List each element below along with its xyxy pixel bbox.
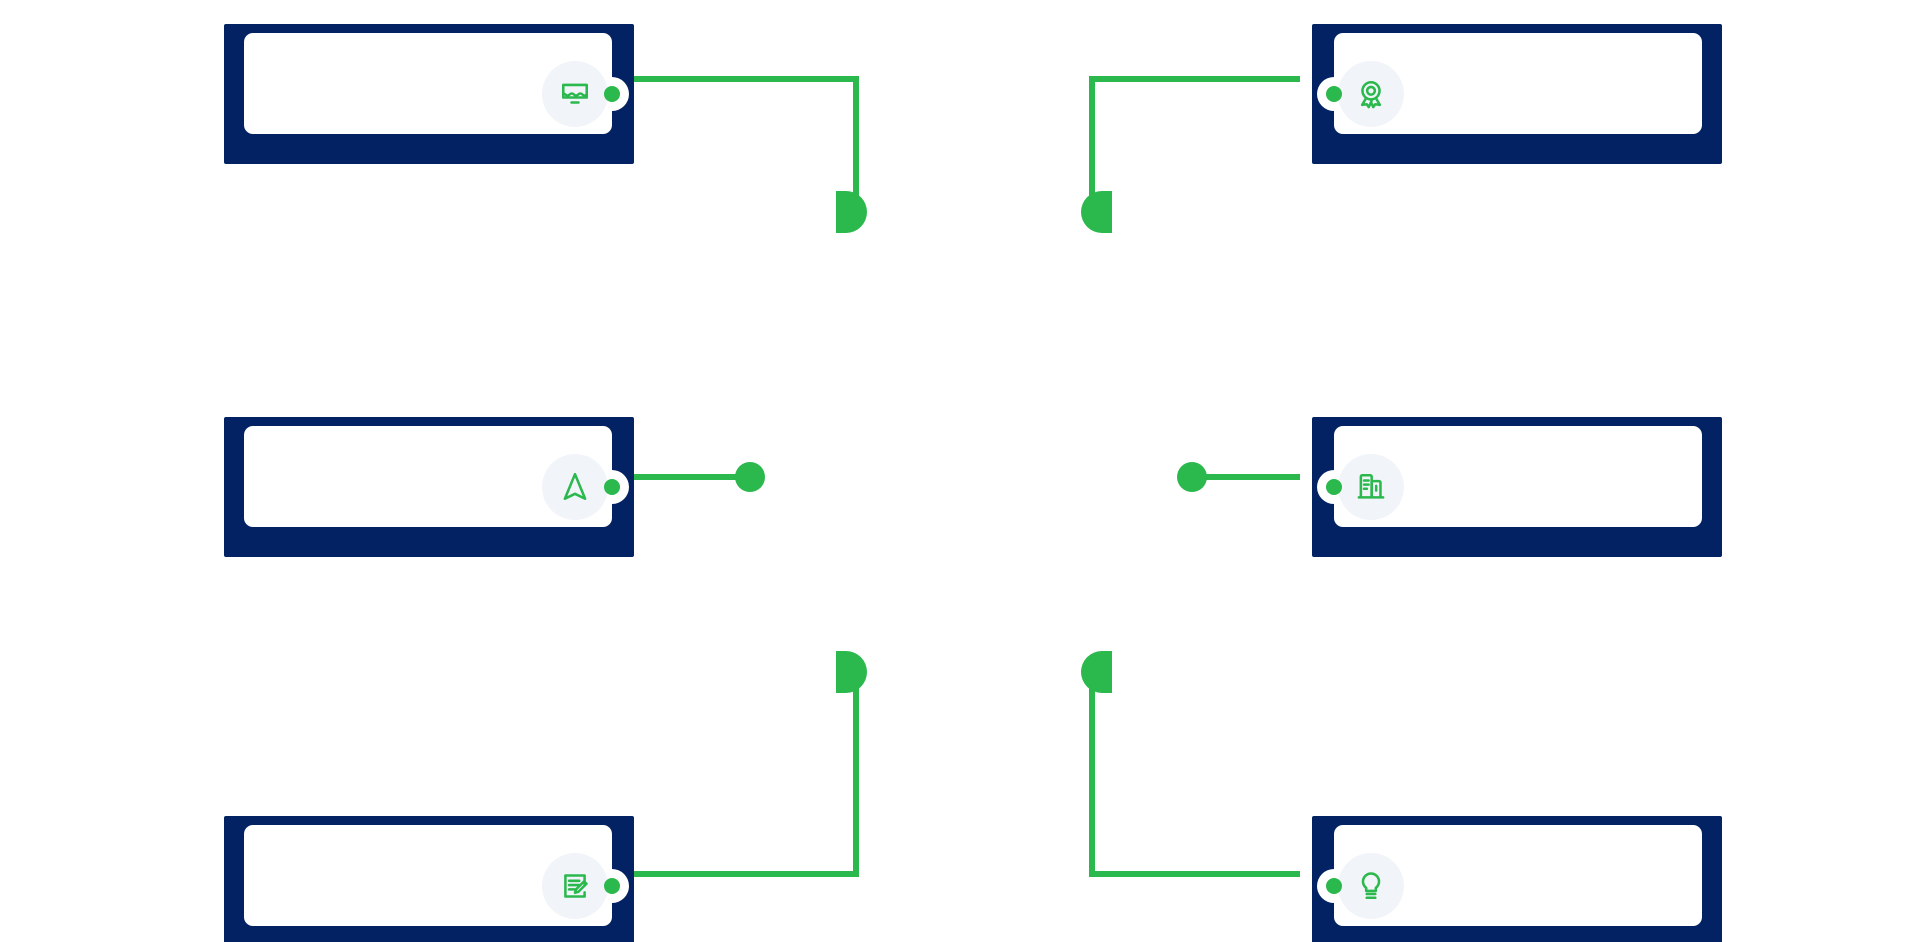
icon-bubble-award	[1338, 61, 1404, 127]
icon-bubble-idea	[1338, 853, 1404, 919]
navigation-arrow-icon	[563, 472, 587, 500]
icon-bubble-building	[1338, 454, 1404, 520]
connector-top-right	[1081, 76, 1300, 233]
terminator-half-round-right	[836, 651, 867, 693]
document-edit-icon	[564, 874, 588, 898]
icon-bubble-monitor	[542, 61, 608, 127]
connector-bottom-left	[620, 651, 867, 877]
card-building[interactable]	[1312, 417, 1722, 557]
card-navigation[interactable]	[224, 417, 634, 557]
port-dot[interactable]	[1326, 878, 1342, 894]
port-dot[interactable]	[604, 86, 620, 102]
port-dot[interactable]	[604, 878, 620, 894]
card-idea[interactable]	[1312, 816, 1722, 942]
card-award[interactable]	[1312, 24, 1722, 164]
port-dot[interactable]	[1326, 479, 1342, 495]
connector-middle-left	[620, 462, 765, 492]
port-dot[interactable]	[1326, 86, 1342, 102]
card-document-edit[interactable]	[224, 816, 634, 942]
terminator-half-round-left	[1081, 191, 1112, 233]
terminator-half-round-right	[836, 191, 867, 233]
terminator-half-round-left	[1081, 651, 1112, 693]
monitor-icon	[562, 83, 588, 104]
connector-middle-right	[1177, 462, 1300, 492]
icon-bubble-navigation	[542, 454, 608, 520]
terminator-circle	[1177, 462, 1207, 492]
award-badge-icon	[1360, 81, 1382, 109]
lightbulb-icon	[1361, 872, 1381, 899]
card-monitor[interactable]	[224, 24, 634, 164]
port-dot[interactable]	[604, 479, 620, 495]
connector-top-left	[620, 76, 867, 233]
connector-bottom-right	[1081, 651, 1300, 877]
office-building-icon	[1357, 474, 1385, 499]
icon-bubble-document-edit	[542, 853, 608, 919]
terminator-circle	[735, 462, 765, 492]
